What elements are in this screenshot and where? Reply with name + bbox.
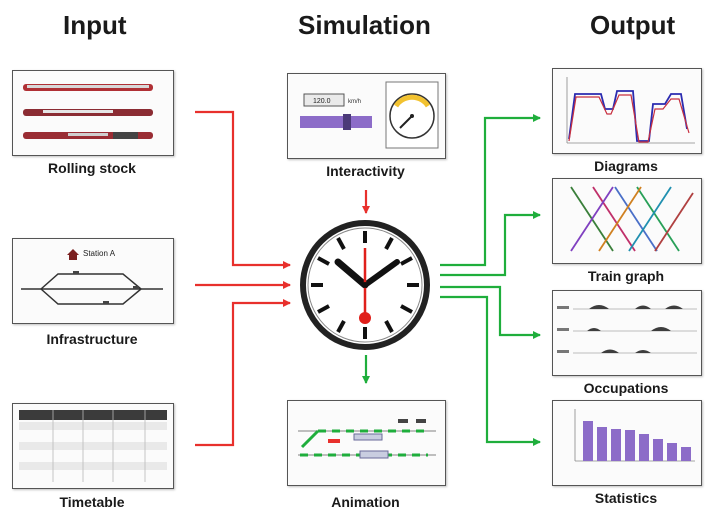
speed-diagram-icon	[566, 77, 695, 144]
arrow-rolling-stock	[195, 110, 291, 269]
animation-label: Animation	[331, 494, 400, 510]
diagrams-panel	[552, 68, 702, 154]
speed-control-icon: 120.0 km/h	[300, 93, 372, 130]
output-header: Output	[590, 10, 676, 40]
statistics-label: Statistics	[594, 490, 658, 506]
arrow-statistics	[440, 295, 541, 446]
train-icon	[23, 84, 153, 139]
infrastructure-label: Infrastructure	[46, 331, 138, 347]
track-layout-icon: Station A	[21, 249, 163, 305]
train-graph-panel	[552, 178, 702, 264]
rolling-stock-label: Rolling stock	[48, 160, 136, 176]
train-graph-icon	[570, 186, 694, 252]
input-header: Input	[63, 10, 127, 40]
station-clock-icon	[300, 220, 430, 350]
arrow-timetable	[195, 299, 291, 447]
train-graph-label: Train graph	[587, 268, 665, 284]
statistics-panel	[552, 400, 702, 486]
occupations-panel	[552, 290, 702, 376]
simulation-header: Simulation	[298, 10, 431, 40]
station-name: Station A	[83, 249, 116, 258]
diagrams-label: Diagrams	[594, 158, 658, 174]
arrow-occupations	[440, 285, 541, 339]
speed-unit: km/h	[348, 99, 361, 105]
bar-chart-icon	[574, 409, 695, 462]
table-icon	[19, 410, 167, 482]
occupations-label: Occupations	[583, 380, 669, 396]
speedometer-icon	[385, 81, 439, 149]
timetable-panel	[12, 403, 174, 489]
rolling-stock-panel	[12, 70, 174, 156]
speed-value: 120.0	[313, 98, 331, 105]
animation-icon	[298, 419, 436, 459]
animation-panel	[287, 400, 446, 486]
arrow-train-graph	[440, 211, 541, 277]
infrastructure-panel: Station A	[12, 238, 174, 324]
interactivity-label: Interactivity	[326, 163, 405, 179]
arrow-diagrams	[440, 114, 541, 267]
timetable-label: Timetable	[59, 494, 125, 510]
interactivity-panel: 120.0 km/h	[287, 73, 446, 159]
occupation-chart-icon	[557, 305, 697, 354]
